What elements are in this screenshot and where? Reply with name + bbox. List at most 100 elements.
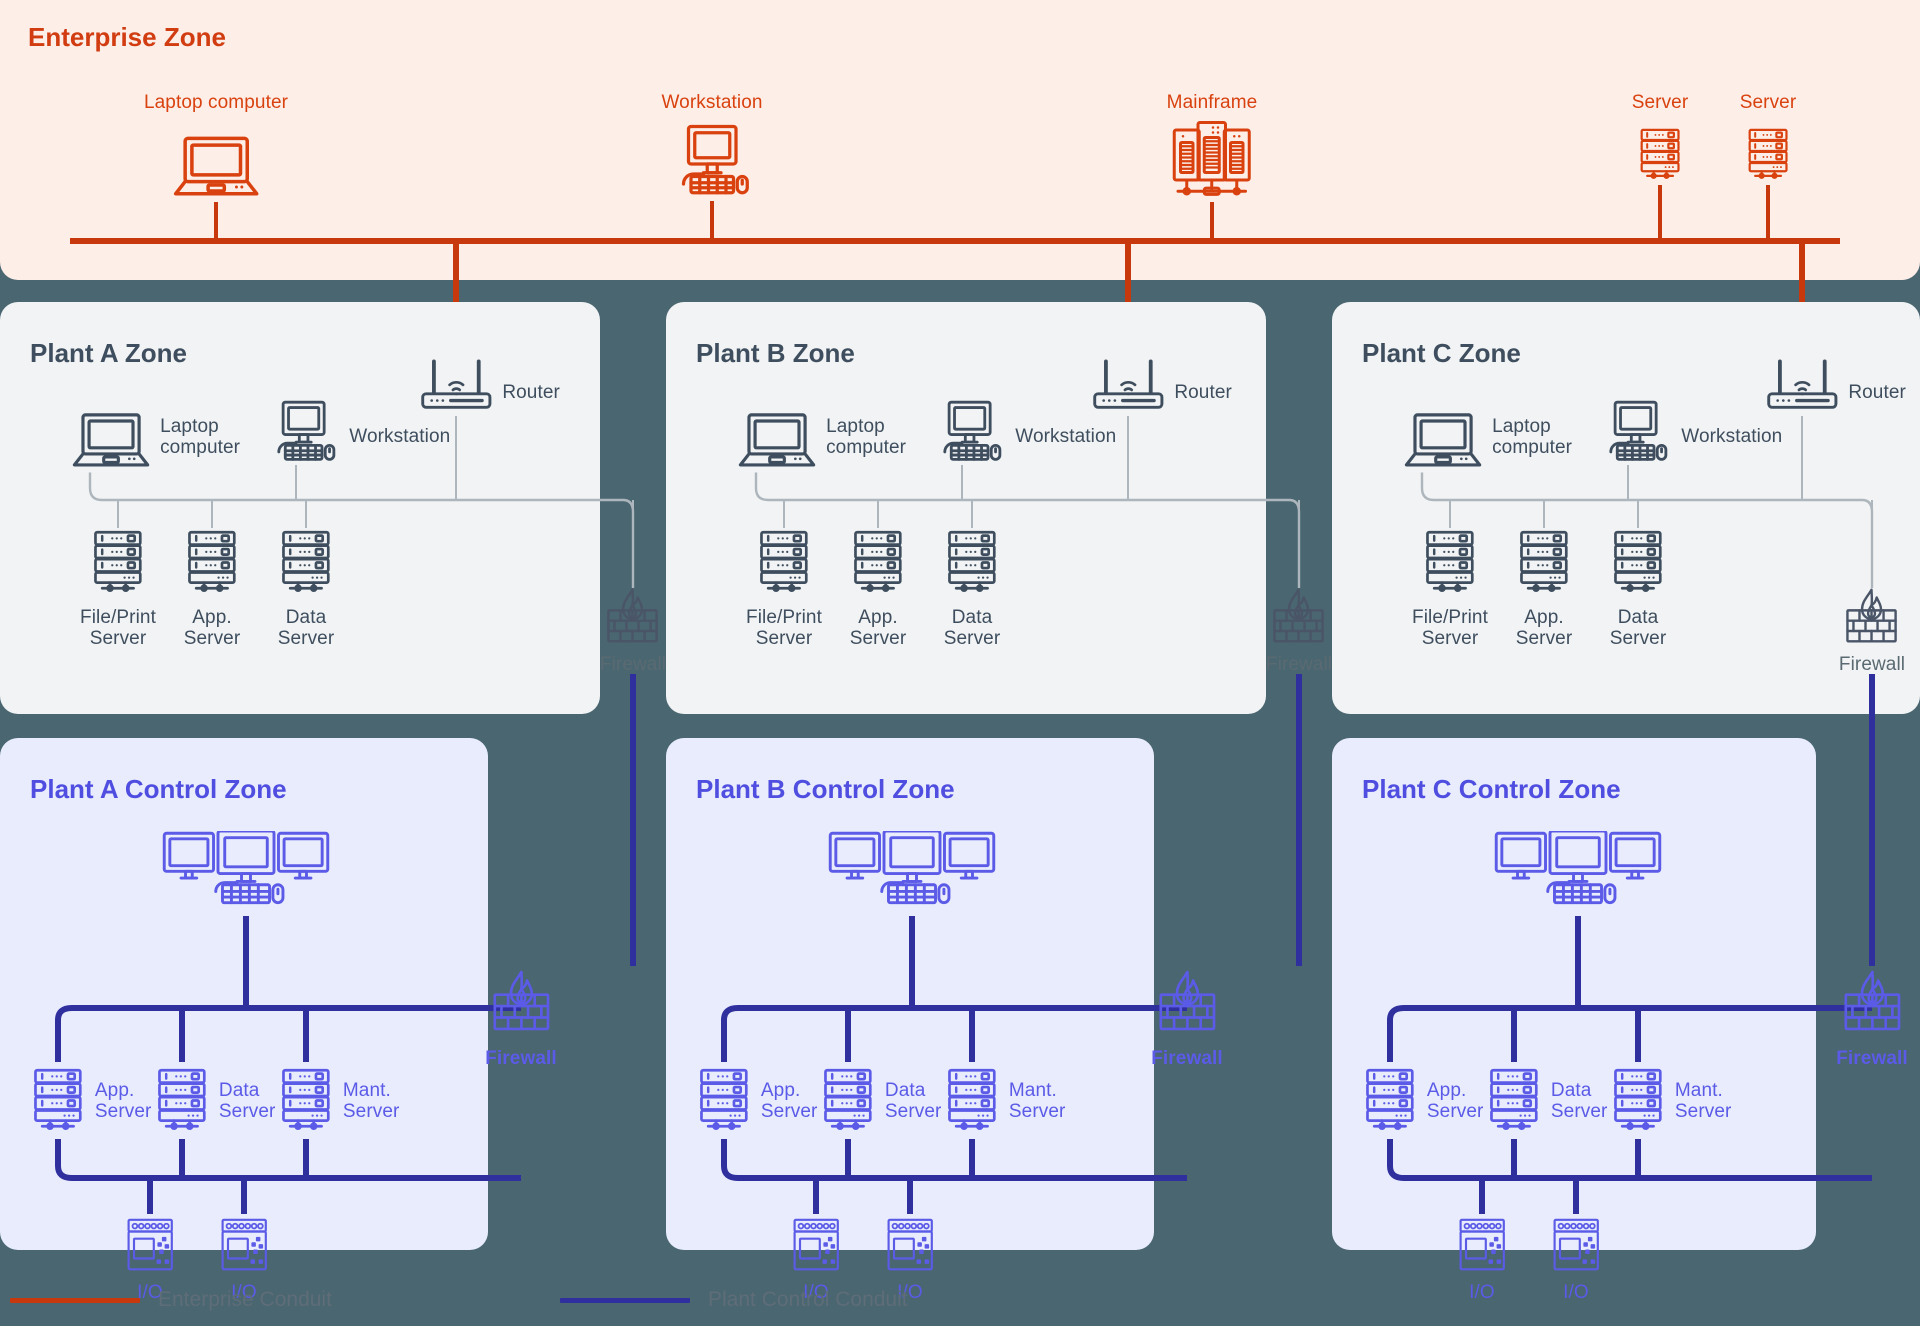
control-zone-2 (1332, 738, 1816, 1250)
plant-client-label: Laptop computer (826, 416, 907, 459)
control-server-label: Mant. Server (342, 1080, 400, 1123)
server-icon (945, 1068, 999, 1133)
legend-label: Plant Control Conduit (708, 1288, 908, 1311)
enterprise-bus (70, 238, 1840, 244)
plant-server-label: App. Server (1515, 606, 1573, 650)
router-drop (455, 415, 457, 500)
server-icon (1638, 128, 1682, 181)
plant-zone-0 (0, 302, 600, 714)
control-firewall-label: Firewall (485, 1048, 557, 1069)
control-server-down (845, 1138, 851, 1178)
server-icon (1611, 1068, 1665, 1133)
enterprise-node-drop (214, 201, 218, 240)
control-server-label: Data Server (1550, 1080, 1608, 1123)
plant-firewall-label: Firewall (1838, 654, 1906, 675)
control-server-label: App. Server (760, 1080, 818, 1123)
control-server-label: Data Server (884, 1080, 942, 1123)
plant-firewall-label: Firewall (599, 654, 667, 675)
server-icon (279, 1068, 333, 1133)
control-firewall-label: Firewall (1836, 1048, 1908, 1069)
plant-client-label: Laptop computer (1492, 416, 1573, 459)
enterprise-node-label: Server (1631, 92, 1689, 113)
control-server-drop (1635, 1008, 1641, 1062)
router-drop (1127, 415, 1129, 500)
plant-server-drop (783, 500, 785, 528)
plant-server-label: Data Server (1609, 606, 1667, 650)
hmi-drop (243, 915, 249, 1008)
control-server-down (1635, 1138, 1641, 1178)
plant-client-drop (295, 464, 297, 500)
plant-zone-2 (1332, 302, 1920, 714)
plant-server-drop (305, 500, 307, 528)
legend-swatch (560, 1297, 690, 1303)
plant-zone-title: Plant B Zone (696, 338, 855, 368)
plant-server-drop (1637, 500, 1639, 528)
io-label: I/O (1563, 1282, 1589, 1303)
plant-server-label: File/Print Server (1412, 606, 1488, 650)
plant-zone-1 (666, 302, 1266, 714)
server-icon (1517, 530, 1571, 595)
control-server-drop (1511, 1008, 1517, 1062)
plant-server-label: Data Server (943, 606, 1001, 650)
io-label: I/O (803, 1282, 829, 1303)
enterprise-node-label: Mainframe (1166, 92, 1258, 113)
workstation-icon (934, 400, 1005, 463)
enterprise-node-drop (1658, 185, 1662, 240)
io-module-icon (1457, 1218, 1507, 1272)
control-server-label: Mant. Server (1674, 1080, 1732, 1123)
io-drop (147, 1178, 153, 1214)
enterprise-trunk-to-plant-2 (1799, 238, 1805, 356)
plant-server-label: App. Server (183, 606, 241, 650)
plant-client-label: Laptop computer (160, 416, 241, 459)
enterprise-zone-title: Enterprise Zone (28, 22, 226, 52)
server-icon (1746, 128, 1790, 181)
io-drop (241, 1178, 247, 1214)
server-icon (851, 530, 905, 595)
server-icon (1423, 530, 1477, 595)
control-zone-title: Plant A Control Zone (30, 774, 287, 804)
hmi-drop (909, 915, 915, 1008)
server-icon (185, 530, 239, 595)
server-icon (1611, 530, 1665, 595)
control-server-label: Mant. Server (1008, 1080, 1066, 1123)
router-label: Router (502, 382, 560, 403)
legend-label: Enterprise Conduit (158, 1288, 332, 1311)
router-icon (416, 358, 497, 412)
enterprise-node-label: Server (1739, 92, 1797, 113)
io-label: I/O (137, 1282, 163, 1303)
workstation-icon (1600, 400, 1671, 463)
io-module-icon (219, 1218, 269, 1272)
plant-server-drop (877, 500, 879, 528)
plant-client-label: Workstation (349, 426, 451, 447)
server-icon (1487, 1068, 1541, 1133)
server-icon (279, 530, 333, 595)
plant-client-drop (1627, 464, 1629, 500)
control-zone-title: Plant C Control Zone (1362, 774, 1621, 804)
control-server-down (969, 1138, 975, 1178)
io-drop (907, 1178, 913, 1214)
server-icon (697, 1068, 751, 1133)
router-drop (1801, 415, 1803, 500)
io-label: I/O (231, 1282, 257, 1303)
firewall-icon (1271, 588, 1326, 648)
control-server-label: App. Server (1426, 1080, 1484, 1123)
plant-server-drop (971, 500, 973, 528)
control-server-down (1511, 1138, 1517, 1178)
io-drop (813, 1178, 819, 1214)
firewall-icon (1157, 970, 1218, 1037)
legend-swatch (10, 1297, 140, 1303)
control-server-drop (303, 1008, 309, 1062)
server-icon (91, 530, 145, 595)
router-icon (1762, 358, 1843, 412)
plant-zone-title: Plant C Zone (1362, 338, 1521, 368)
